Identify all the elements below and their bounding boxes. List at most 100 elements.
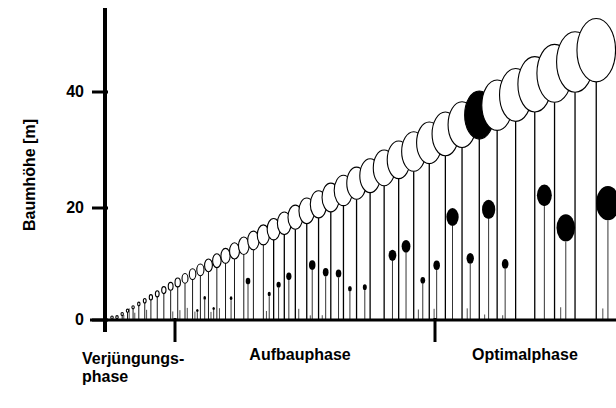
tree-crown (577, 19, 616, 82)
tree-trunk (192, 280, 193, 320)
understory-trunk (452, 226, 453, 320)
tree-trunk (200, 276, 201, 320)
understory-crown (212, 307, 214, 310)
tree-trunk (263, 245, 264, 320)
tree-trunk (534, 112, 535, 320)
phase-label: Aufbauphase (249, 346, 350, 364)
tree-crown (132, 306, 134, 309)
understory-trunk (436, 270, 437, 320)
tree-trunk (295, 229, 296, 320)
tree-trunk (243, 254, 244, 320)
understory-crown (502, 259, 509, 269)
tree-crown (138, 302, 140, 306)
phase-divider (174, 318, 177, 342)
understory-crown (348, 286, 352, 291)
phase-label: Optimalphase (472, 346, 578, 364)
understory-trunk (338, 278, 339, 320)
tree-trunk (306, 224, 307, 320)
understory-trunk (312, 270, 313, 320)
y-axis (103, 8, 107, 332)
understory-crown (268, 292, 271, 297)
understory-crown (596, 186, 616, 220)
tree-trunk (133, 309, 134, 320)
tree-trunk (157, 297, 158, 320)
tree-trunk (574, 92, 575, 320)
understory-crown (246, 278, 251, 285)
understory-crown (230, 296, 233, 300)
tree-crown (213, 254, 221, 268)
understory-crown (286, 273, 291, 281)
tree-crown (121, 312, 123, 315)
understory-crown (446, 208, 458, 226)
tree-crown (221, 248, 230, 263)
tree-trunk (413, 171, 414, 320)
understory-trunk (488, 219, 489, 320)
understory-trunk (364, 290, 365, 320)
understory-trunk (248, 284, 249, 320)
tick-label: 20 (66, 199, 84, 217)
understory-crown (363, 284, 367, 290)
tree-trunk (445, 156, 446, 320)
tree-crown (205, 259, 213, 272)
tree-trunk (479, 139, 480, 320)
tree-group (111, 19, 616, 320)
understory-trunk (422, 284, 423, 320)
understory-trunk (392, 261, 393, 320)
understory-trunk (288, 280, 289, 320)
tree-crown (116, 316, 118, 319)
sapling (219, 308, 220, 320)
tree-trunk (216, 268, 217, 320)
tree-trunk (144, 303, 145, 320)
understory-crown (309, 260, 316, 270)
understory-trunk (269, 296, 270, 320)
sapling (129, 308, 130, 320)
tick-label: 0 (75, 311, 84, 329)
tree-crown (197, 264, 204, 276)
tree-trunk (461, 148, 462, 320)
phase-label: Verjüngungs- phase (82, 350, 184, 387)
tree-trunk (234, 259, 235, 320)
sapling (602, 308, 603, 320)
understory-crown (467, 253, 474, 264)
understory-crown (420, 277, 425, 284)
tree-trunk (138, 306, 139, 320)
sapling (146, 310, 147, 320)
tree-trunk (398, 179, 399, 320)
x-axis (90, 319, 616, 322)
tree-trunk (356, 199, 357, 320)
tree-trunk (554, 102, 555, 320)
tree-crown (175, 278, 180, 287)
understory-crown (196, 309, 198, 312)
understory-trunk (607, 220, 608, 320)
sapling (560, 307, 561, 320)
tree-crown (149, 295, 152, 300)
tree-crown (126, 309, 128, 312)
understory-trunk (505, 269, 506, 320)
tree-trunk (284, 235, 285, 320)
understory-trunk (349, 291, 350, 320)
tree-trunk (343, 206, 344, 320)
understory-crown (389, 250, 397, 261)
y-tick (92, 319, 108, 322)
axis-title: Baumhöhe [m] (21, 119, 39, 231)
tree-trunk (225, 263, 226, 320)
tree-crown (143, 298, 146, 303)
tree-trunk (383, 186, 384, 320)
axes (90, 8, 616, 342)
tree-trunk (185, 283, 186, 320)
understory-trunk (325, 276, 326, 320)
tick-label: 40 (66, 83, 84, 101)
tree-crown (189, 269, 196, 280)
understory-crown (323, 268, 329, 276)
sapling (298, 309, 299, 320)
understory-trunk (565, 241, 566, 320)
tree-crown (162, 287, 166, 294)
understory-crown (482, 200, 495, 219)
phase-divider (434, 318, 437, 342)
tree-trunk (177, 287, 178, 320)
tree-trunk (318, 218, 319, 320)
tree-trunk (273, 240, 274, 320)
understory-trunk (544, 206, 545, 320)
tree-trunk (369, 193, 370, 320)
